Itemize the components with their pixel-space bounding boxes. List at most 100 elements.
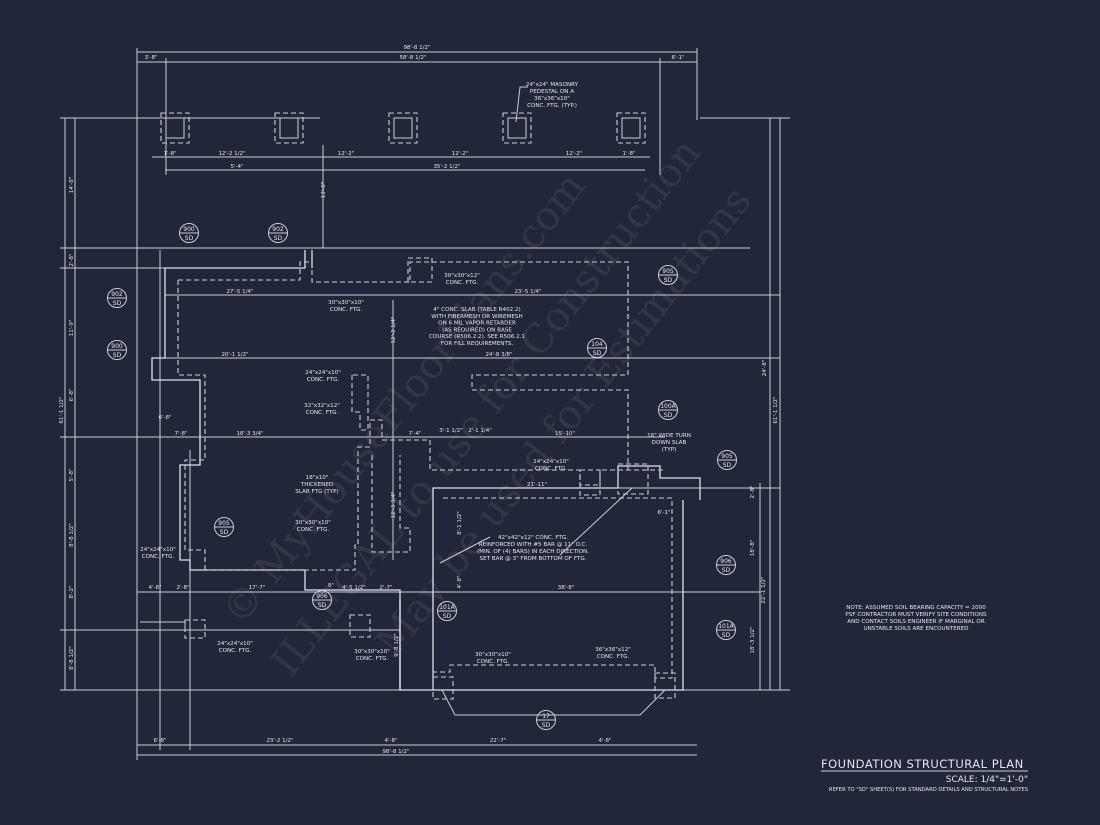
dim-label: 27'-5 1/4"	[226, 289, 253, 295]
dim-label: 8'-8 1/2"	[69, 523, 75, 547]
note-ftg-30-low: 30"x30"x10"CONC. FTG.	[354, 649, 390, 662]
dim-label: 20'-1 1/2"	[221, 352, 248, 358]
svg-text:905: 905	[218, 520, 230, 527]
dimension-lines	[60, 48, 790, 760]
svg-text:906: 906	[720, 558, 732, 565]
svg-text:100A: 100A	[660, 403, 676, 410]
dim-label: 3'-8"	[144, 55, 157, 61]
note-ftg-24-low: 24"x24"x10"CONC. FTG.	[217, 641, 253, 654]
svg-text:906: 906	[316, 593, 328, 600]
dim-label: 13'-8"	[321, 182, 327, 199]
dim-label: 21'-11"	[527, 482, 547, 488]
foundation-walls	[151, 250, 701, 691]
svg-text:SD: SD	[664, 412, 673, 419]
dim-label: 18'-3 1/2"	[750, 626, 756, 653]
dim-label: 2'-8"	[176, 585, 189, 591]
note-ftg-24-left: 24"x24"x10"CONC. FTG.	[140, 547, 176, 560]
dim-label: 4'-5 1/2"	[342, 585, 366, 591]
dim-label: 6'-8"	[153, 738, 166, 744]
note-slab: 4" CONC. SLAB (TABLE R402.2)WITH FIBERME…	[429, 307, 525, 347]
dim-label: 4'-8"	[598, 738, 611, 744]
note-ftg-42: 42"x42"x12" CONC. FTG.REINFORCED WITH #5…	[477, 535, 589, 562]
dim-label: 12'-2"	[566, 151, 583, 157]
dim-label: 3'-1 1/2"	[439, 428, 463, 434]
svg-text:SD: SD	[722, 567, 731, 574]
svg-text:SD: SD	[113, 352, 122, 359]
svg-text:SD: SD	[318, 602, 327, 609]
svg-text:SD: SD	[274, 235, 283, 242]
dim-label: 24'-8"	[762, 360, 768, 377]
dim-label: 17'-7"	[249, 585, 266, 591]
dim-label: 2'-8"	[750, 485, 756, 498]
drawing-scale: SCALE: 1/4"=1'-0"	[946, 775, 1028, 785]
svg-text:SD: SD	[664, 277, 673, 284]
svg-text:902: 902	[272, 226, 284, 233]
dim-label: 24'-8 3/8"	[485, 352, 512, 358]
dim-label: 4'-8"	[457, 575, 463, 588]
dim-label: 5'-4"	[230, 164, 243, 170]
dim-label: 7'-4"	[408, 431, 421, 437]
svg-text:101A: 101A	[718, 623, 734, 630]
dim-label: 38'-8"	[558, 585, 575, 591]
dimension-labels: 98'-8 1/2" 3'-8" 58'-8 1/2" 6'-1" 1'-8" …	[144, 45, 684, 755]
svg-text:SD: SD	[593, 350, 602, 357]
dim-label: 61'-1 1/2"	[773, 396, 779, 423]
dim-label: 15'-10"	[555, 431, 575, 437]
dim-label: 18'-3 3/4"	[236, 431, 263, 437]
dim-label: 2'-1 1/4"	[468, 428, 492, 434]
note-ftg-36: 36"x36"x12"CONC. FTG.	[595, 647, 631, 660]
dim-label: 35'-2 1/2"	[433, 164, 460, 170]
svg-text:104: 104	[591, 341, 603, 348]
dim-label: 4'-8"	[384, 738, 397, 744]
dim-label: 12'-3 3/4"	[391, 491, 397, 518]
note-ftg-30x30x10-top: 30"x30"x10"CONC. FTG.	[328, 300, 364, 313]
dim-label: 8'-1 1/2"	[457, 511, 463, 535]
dim-label: 6'-1"	[657, 510, 670, 516]
note-ftg-24-mid: 24"x24"x10"CONC. FTG.	[305, 370, 341, 383]
dim-label: 98'-8 1/2"	[403, 45, 430, 51]
pedestal-footings	[160, 112, 646, 144]
dim-label: 1'-8"	[163, 151, 176, 157]
svg-text:905: 905	[721, 453, 733, 460]
note-ftg-24-right: 24"x24"x10"CONC. FTG.	[533, 459, 569, 472]
dim-label: 61'-1 1/2"	[59, 396, 65, 423]
dim-label: 12'-2 1/2"	[218, 151, 245, 157]
dim-label: 8'-2"	[69, 585, 75, 598]
svg-text:905: 905	[662, 268, 674, 275]
footing-outlines	[140, 257, 676, 716]
watermark: © MyHouseFloorPlans.com ILLEGAL to use f…	[213, 130, 760, 684]
svg-text:SD: SD	[220, 529, 229, 536]
dim-label: 6'-1"	[671, 55, 684, 61]
dim-label: 8"	[328, 583, 334, 589]
dim-label: 11'-9"	[69, 320, 75, 337]
dim-label: 12'-3 1/4"	[391, 316, 397, 343]
dim-label: 22'-7"	[490, 738, 507, 744]
vertical-dimension-labels: 14'-8" 2'-8" 11'-9" 6'-8" 5'-8" 8'-8 1/2…	[59, 177, 779, 670]
callout-tag: 100A SD	[658, 400, 678, 420]
dim-label: 6'-8"	[69, 388, 75, 401]
dim-label: 9'-8 1/2"	[394, 633, 400, 657]
svg-text:902: 902	[111, 291, 123, 298]
svg-text:SD: SD	[443, 613, 452, 620]
reference-note: REFER TO "SD" SHEET(S) FOR STANDARD DETA…	[829, 787, 1028, 793]
svg-text:900: 900	[111, 343, 123, 350]
note-ftg-30x30x12: 30"x30"x12"CONC. FTG.	[444, 273, 480, 286]
dim-label: 18'-8"	[750, 540, 756, 557]
dim-label: 7'-8"	[174, 431, 187, 437]
